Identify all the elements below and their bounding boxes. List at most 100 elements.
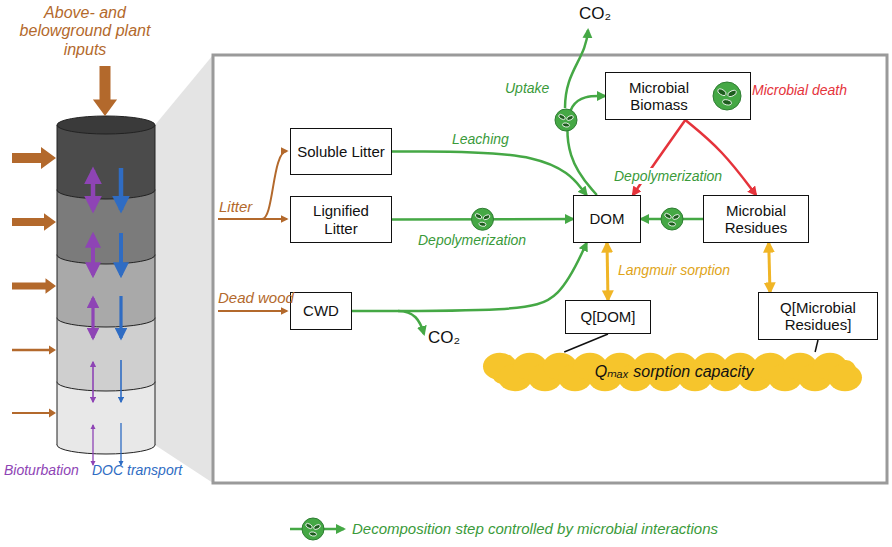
flux-label: Uptake <box>505 80 549 96</box>
soil-layer-side <box>155 382 156 445</box>
plant-input-arrow <box>93 66 117 116</box>
flux-connector <box>352 243 587 311</box>
plant-input-arrow <box>12 278 56 293</box>
dom-pool-box: DOM <box>573 195 641 243</box>
microbe-cell <box>668 221 676 226</box>
node-text: Soluble Litter <box>297 143 385 160</box>
residue-pool-box: Microbial Residues <box>703 195 809 243</box>
litter-pool-box: Soluble Litter <box>290 128 392 175</box>
litter-input-line <box>218 218 262 220</box>
soil-layer-side <box>57 125 58 190</box>
node-text: DOM <box>590 210 625 227</box>
plant-input-arrow <box>12 213 56 231</box>
soil-layer-side <box>155 190 156 255</box>
wood-pool-box: CWD <box>290 292 352 330</box>
plant-input-arrow <box>12 147 56 169</box>
microbe-cell <box>482 214 490 221</box>
node-text: Q[DOM] <box>581 308 636 325</box>
soil-layer-side <box>155 318 156 382</box>
microbe-cell <box>305 522 313 529</box>
flux-connector <box>392 151 587 195</box>
soil-layer <box>57 125 155 190</box>
biomass-pool-box: Microbial Biomass <box>605 72 751 120</box>
microbe-icon <box>555 109 577 131</box>
litter-input-branch <box>262 151 287 219</box>
microbe-icon <box>472 208 494 230</box>
plant-input-arrow <box>12 346 56 355</box>
zoom-wedge <box>155 55 213 483</box>
soil-layer-side <box>57 190 58 255</box>
bioturbation-arrow <box>92 362 94 402</box>
microbe-cell <box>722 99 732 106</box>
column-legend-label: DOC transport <box>92 462 182 478</box>
biomass-icon <box>710 79 744 113</box>
soil-layer-side <box>155 255 156 318</box>
column-legend-label: Bioturbation <box>4 462 79 478</box>
bioturbation-arrow <box>91 235 95 275</box>
sorbed-pool-box: Q[DOM] <box>565 300 651 334</box>
input-label: Litter <box>219 198 252 215</box>
co2-label: CO₂ <box>579 4 611 24</box>
microbe-disc <box>661 208 683 230</box>
flux-connector <box>567 96 605 195</box>
doc-transport-arrow <box>119 296 122 338</box>
node-text: Qₘₐₓ sorption capacity <box>595 363 754 381</box>
flux-label: Microbial death <box>752 82 847 98</box>
flux-connector <box>769 243 770 292</box>
flux-connector <box>815 340 818 352</box>
bioturbation-arrow <box>92 425 93 465</box>
soil-layer-side <box>155 125 156 190</box>
microbe-icon <box>661 208 683 230</box>
doc-transport-arrow <box>120 423 121 465</box>
sorbed-pool-box: Q[Microbial Residues] <box>758 292 878 340</box>
microbe-cell <box>727 89 737 97</box>
microbe-disc <box>555 109 577 131</box>
input-label: Dead wood <box>218 289 294 306</box>
flux-label: Langmuir sorption <box>618 262 730 278</box>
litter-pool-box: Lignified Litter <box>290 196 392 243</box>
flux-connector <box>564 334 608 352</box>
microbe-icon <box>713 82 741 110</box>
node-text: Lignified Litter <box>297 202 385 237</box>
flux-label: Depolymerization <box>418 232 526 248</box>
node-text: Q[Microbial Residues] <box>765 299 871 334</box>
doc-transport-arrow <box>120 360 122 402</box>
microbe-cell <box>309 531 317 536</box>
soil-layer <box>57 318 155 382</box>
deadwood-input-line <box>218 310 287 312</box>
microbe-cell <box>664 212 672 219</box>
co2-branch <box>565 30 588 108</box>
microbe-cell <box>562 122 570 127</box>
microbe-cell <box>558 113 566 120</box>
co2-branch <box>398 311 424 334</box>
microbe-disc <box>302 518 324 540</box>
soil-column <box>57 116 155 454</box>
soil-layer <box>57 190 155 255</box>
microbe-disc <box>472 208 494 230</box>
microbe-icon <box>302 518 324 540</box>
flux-label: Depolymerization <box>612 168 724 184</box>
sorption-cloud: Qₘₐₓ sorption capacity <box>478 352 870 392</box>
co2-label: CO₂ <box>428 328 460 348</box>
plant-input-arrow <box>12 409 56 418</box>
bioturbation-arrow <box>91 170 96 210</box>
doc-transport-arrow <box>119 168 124 210</box>
input-title: Above- and belowground plant inputs <box>10 4 160 59</box>
microbe-cell <box>313 524 321 531</box>
legend-text: Decomposition step controlled by microbi… <box>352 520 718 537</box>
litter-input-branch <box>262 218 287 220</box>
soil-top <box>57 116 155 134</box>
zoom-panel <box>213 55 887 483</box>
microbe-disc <box>713 82 741 110</box>
doc-transport-arrow <box>119 233 123 275</box>
microbe-cell <box>566 115 574 122</box>
flux-connector <box>607 243 608 300</box>
node-text: Microbial Residues <box>710 202 802 237</box>
microbe-cell <box>672 214 680 221</box>
bioturbation-arrow <box>91 298 94 338</box>
flux-label: Leaching <box>452 131 509 147</box>
soil-layer-side <box>57 318 58 382</box>
soil-layer-side <box>57 382 58 445</box>
cloud-bump <box>828 364 862 391</box>
node-text: Microbial Biomass <box>612 79 706 114</box>
